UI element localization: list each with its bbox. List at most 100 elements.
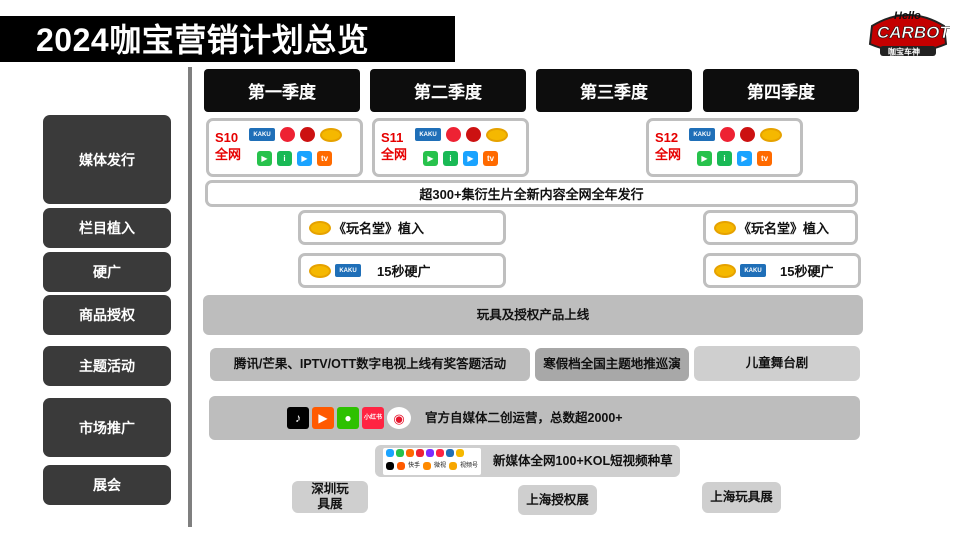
video-app-icon [396, 448, 404, 457]
iqiyi-icon: i [717, 151, 732, 166]
promo-social-text: 官方自媒体二创运营，总数超2000+ [425, 410, 623, 425]
media-banner-text: 超300+集衍生片全新内容全网全年发行 [419, 187, 644, 202]
merch-bar: 玩具及授权产品上线 [203, 295, 863, 335]
expo-shanghai-licensing: 上海授权展 [518, 485, 597, 515]
promo-social-bar: ♪ ▶ ● 小红书 ◉ 官方自媒体二创运营，总数超2000+ [209, 396, 860, 440]
video-app-icon [446, 448, 454, 457]
event-roadshow: 寒假档全国主题地推巡演 [535, 348, 689, 381]
mango-tv-icon: tv [757, 151, 772, 166]
logo-cn: 咖宝车神 [888, 47, 920, 57]
iqiyi-icon: i [443, 151, 458, 166]
channels-icon [449, 462, 458, 470]
column-insert-box-q4: 《玩名堂》植入 [703, 210, 858, 245]
scope-label: 全网 [215, 147, 242, 162]
category-hard-ad: 硬广 [43, 252, 171, 292]
expo-shenzhen: 深圳玩具展 [292, 481, 368, 513]
tencent-video-icon: ▶ [257, 151, 272, 166]
kol-app-label: 快手 [408, 462, 421, 469]
kol-app-label: 视频号 [460, 462, 479, 469]
video-app-icon [436, 448, 444, 457]
mango-tv-icon: tv [483, 151, 498, 166]
weishi-icon [423, 462, 432, 470]
kuaishou-icon [397, 462, 405, 470]
quarter-3: 第三季度 [536, 69, 692, 112]
youman-logo-icon [486, 127, 508, 142]
column-insert-text: 《玩名堂》植入 [333, 221, 425, 236]
expo-text: 深圳玩具展 [311, 482, 349, 511]
channel-logo-icon [300, 127, 315, 142]
video-app-icon [456, 448, 464, 457]
season-label: S11 [381, 130, 404, 145]
event-online-quiz: 腾讯/芒果、IPTV/OTT数字电视上线有奖答题活动 [210, 348, 530, 381]
douyin-icon: ♪ [287, 407, 309, 429]
event-text: 儿童舞台剧 [745, 356, 809, 370]
merch-text: 玩具及授权产品上线 [476, 307, 590, 322]
channel-logo-icon [280, 127, 295, 142]
youman-logo-icon [309, 220, 331, 235]
youku-icon: ▶ [463, 151, 478, 166]
hard-ad-text: 15秒硬广 [377, 264, 431, 279]
channel-logo-icon [446, 127, 461, 142]
column-insert-text: 《玩名堂》植入 [738, 221, 830, 236]
category-column: 栏目植入 [43, 208, 171, 248]
video-app-icon [406, 448, 414, 457]
media-label: S10 全网 [215, 129, 241, 163]
kaku-logo-icon: KAKU [415, 128, 441, 141]
media-box-s12: S12 全网 KAKU ▶ i ▶ tv [646, 118, 803, 177]
kaku-logo-icon: KAKU [249, 128, 275, 141]
event-text: 寒假档全国主题地推巡演 [543, 357, 681, 371]
kaku-logo-icon: KAKU [740, 264, 766, 277]
channel-logo-icon [466, 127, 481, 142]
quarter-1: 第一季度 [204, 69, 360, 112]
youman-logo-icon [760, 127, 782, 142]
category-events: 主题活动 [43, 346, 171, 386]
hard-ad-box-q2: KAKU 15秒硬广 [298, 253, 506, 288]
expo-text: 上海玩具展 [710, 490, 773, 504]
column-insert-box-q2: 《玩名堂》植入 [298, 210, 506, 245]
expo-shanghai-toy: 上海玩具展 [702, 482, 781, 513]
expo-text: 上海授权展 [526, 492, 589, 507]
page-title: 2024咖宝营销计划总览 [36, 22, 370, 58]
season-label: S12 [655, 130, 679, 145]
carbot-logo: Hello CARBOT 咖宝车神 [868, 10, 950, 57]
media-box-s11: S11 全网 KAKU ▶ i ▶ tv [372, 118, 529, 177]
youku-icon: ▶ [297, 151, 312, 166]
wechat-icon: ● [337, 407, 359, 429]
event-stage-play: 儿童舞台剧 [694, 346, 860, 381]
logo-hello: Hello [894, 10, 921, 22]
youman-logo-icon [309, 263, 331, 278]
iqiyi-icon: i [277, 151, 292, 166]
column-divider [188, 67, 192, 527]
youman-logo-icon [714, 220, 736, 235]
season-label: S10 [215, 130, 239, 145]
media-box-s10: S10 全网 KAKU ▶ i ▶ tv [206, 118, 363, 177]
kuaishou-icon: ▶ [312, 407, 334, 429]
channel-logo-icon [720, 127, 735, 142]
youman-logo-icon [714, 263, 736, 278]
title-bar [0, 16, 455, 62]
quarter-2: 第二季度 [370, 69, 526, 112]
mango-tv-icon: tv [317, 151, 332, 166]
channel-logo-icon [740, 127, 755, 142]
media-banner: 超300+集衍生片全新内容全网全年发行 [205, 180, 858, 207]
event-text: 腾讯/芒果、IPTV/OTT数字电视上线有奖答题活动 [233, 357, 507, 371]
kaku-logo-icon: KAKU [335, 264, 361, 277]
hard-ad-text: 15秒硬广 [780, 264, 834, 279]
youku-icon: ▶ [737, 151, 752, 166]
quarter-4: 第四季度 [703, 69, 859, 112]
promo-kol-bar: 快手 微视 视频号 新媒体全网100+KOL短视频种草 [375, 445, 680, 477]
kol-app-label: 微视 [434, 462, 447, 469]
video-app-icon [386, 448, 394, 457]
douyin-icon [386, 462, 394, 470]
category-media: 媒体发行 [43, 115, 171, 204]
category-promo: 市场推广 [43, 398, 171, 457]
promo-kol-text: 新媒体全网100+KOL短视频种草 [493, 453, 673, 468]
kaku-logo-icon: KAKU [689, 128, 715, 141]
video-app-icon [416, 448, 424, 457]
logo-carbot: CARBOT [877, 23, 950, 42]
category-expo: 展会 [43, 465, 171, 505]
xiaohongshu-icon: 小红书 [362, 407, 384, 429]
youman-logo-icon [320, 127, 342, 142]
hard-ad-box-q4: KAKU 15秒硬广 [703, 253, 861, 288]
weibo-icon: ◉ [387, 407, 411, 429]
